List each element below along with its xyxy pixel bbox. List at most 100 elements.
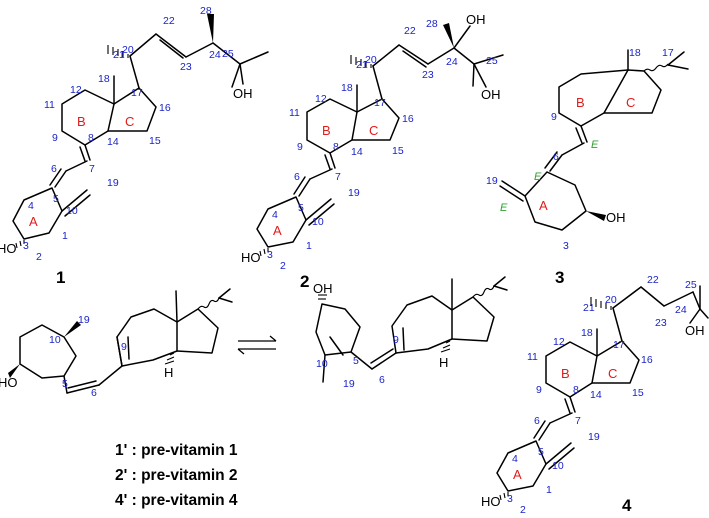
- c2-num-22: 22: [404, 25, 416, 37]
- c2-num-3: 3: [267, 249, 273, 261]
- pre-right-num-6: 6: [379, 374, 385, 386]
- c2-num-5: 5: [298, 202, 304, 214]
- c3-num-19: 19: [486, 175, 498, 187]
- c2-num-10: 10: [312, 216, 324, 228]
- c1-num-3: 3: [23, 240, 29, 252]
- pre-right-hydroxyl: OH: [313, 281, 333, 296]
- c3-num-18: 18: [629, 47, 641, 59]
- pre-right-h-hash: [440, 340, 451, 353]
- c1-num-11: 11: [44, 99, 55, 111]
- compound-4: 21 20 22 23 24 25 18 12 11 17 16 15 14 9…: [481, 274, 709, 516]
- c3-oh-hash-1: [15, 240, 25, 249]
- c3-hydroxyl: OH: [606, 210, 626, 225]
- pre-left-num-9: 9: [121, 341, 127, 353]
- compound-3-label: 3: [555, 268, 564, 287]
- c4-num-16: 16: [641, 354, 653, 366]
- c2-num-16: 16: [402, 113, 414, 125]
- c2-num-28: 28: [426, 18, 438, 30]
- c3-geometry-e-upper: E: [591, 139, 599, 151]
- c2-ring-a: A: [273, 223, 282, 238]
- c4-num-9: 9: [536, 384, 542, 396]
- c1-num-22: 22: [163, 15, 175, 27]
- c1-num-10: 10: [66, 205, 78, 217]
- pre-vitamin-left: 19 10 5 6 9 HO H: [0, 288, 233, 399]
- legend-line-2: 2' : pre-vitamin 2: [115, 467, 238, 484]
- compound-1: 21 20 22 28 24 25 23 18 12 11 17 16 15 1…: [0, 5, 269, 287]
- pre-right-num-5: 5: [353, 355, 359, 367]
- c4-num-7: 7: [575, 415, 581, 427]
- c4-num-20: 20: [605, 294, 617, 306]
- c2-num-17: 17: [374, 97, 386, 109]
- c20-methyl-hash-2: [350, 55, 372, 68]
- c2-hydroxyl-3: HO: [241, 250, 261, 265]
- c2-num-1: 1: [306, 240, 312, 252]
- c1-num-24: 24: [209, 49, 221, 61]
- c2-num-14: 14: [351, 146, 363, 158]
- c3-geometry-e-middle: E: [534, 171, 542, 183]
- pre-left-num-19: 19: [78, 314, 90, 326]
- c1-num-4: 4: [28, 200, 34, 212]
- c1-num-21: 21: [113, 49, 125, 61]
- c1-num-5: 5: [53, 193, 59, 205]
- c2-num-7: 7: [335, 171, 341, 183]
- c1-hydroxyl-25: OH: [233, 86, 253, 101]
- c1-num-6: 6: [51, 163, 57, 175]
- c4-ring-b: B: [561, 366, 570, 381]
- pre-right-num-10: 10: [316, 358, 328, 370]
- c2-num-2: 2: [280, 260, 286, 272]
- c1-num-20: 20: [122, 44, 134, 56]
- c1-num-7: 7: [89, 163, 95, 175]
- c1-ring-a: A: [29, 214, 38, 229]
- c20-methyl-hash: [107, 45, 129, 58]
- c2-num-12: 12: [315, 93, 327, 105]
- c20-methyl-hash-4: [590, 297, 612, 310]
- c2-num-24: 24: [446, 56, 458, 68]
- c3-ring-c: C: [626, 95, 635, 110]
- c4-num-25: 25: [685, 279, 697, 291]
- c4-num-3: 3: [507, 493, 513, 505]
- pre-right-oh-hash: [318, 294, 327, 300]
- c2-ring-b: B: [322, 123, 331, 138]
- c1-num-25: 25: [222, 48, 234, 60]
- c2-num-11: 11: [289, 107, 300, 119]
- c4-num-17: 17: [613, 339, 625, 351]
- c4-num-1: 1: [546, 484, 552, 496]
- c4-num-6: 6: [534, 415, 540, 427]
- compound-1-label: 1: [56, 268, 65, 287]
- c4-num-10: 10: [552, 460, 564, 472]
- c4-num-22: 22: [647, 274, 659, 286]
- c4-hydroxyl-3: HO: [481, 494, 501, 509]
- c2-num-21: 21: [356, 59, 368, 71]
- c4-ring-c: C: [608, 366, 617, 381]
- c1-num-2: 2: [36, 251, 42, 263]
- c2-num-8: 8: [333, 141, 339, 153]
- c1-num-18: 18: [98, 73, 110, 85]
- c3-num-6: 6: [553, 151, 559, 163]
- c3-num-17: 17: [662, 47, 674, 59]
- pre-left-hydrogen: H: [164, 365, 173, 380]
- compound-3: 18 17 9 6 19 3 E E E B C A OH 3: [486, 47, 689, 287]
- c4-num-15: 15: [632, 387, 644, 399]
- pre-left-c17-wavy: [197, 297, 220, 310]
- c4-num-8: 8: [573, 384, 579, 396]
- pre-right-hydrogen: H: [439, 355, 448, 370]
- c17-wavy-bond: [643, 63, 669, 72]
- pre-left-hydroxyl: HO: [0, 375, 18, 390]
- compound-2-label: 2: [300, 272, 309, 291]
- c2-num-9: 9: [297, 141, 303, 153]
- c1-num-19: 19: [107, 177, 119, 189]
- c3-oh-hash-4: [499, 492, 509, 501]
- c1-num-8: 8: [88, 132, 94, 144]
- pre-left-num-6: 6: [91, 387, 97, 399]
- c3-ring-b: B: [576, 95, 585, 110]
- c3-ring-a: A: [539, 198, 548, 213]
- legend-line-3: 4' : pre-vitamin 4: [115, 492, 238, 509]
- c4-num-12: 12: [553, 336, 565, 348]
- c3-oh-hash-2: [259, 248, 269, 257]
- c2-num-15: 15: [392, 145, 404, 157]
- c4-num-23: 23: [655, 317, 667, 329]
- pre-right-num-19: 19: [343, 378, 355, 390]
- pre-left-h-hash: [164, 352, 175, 365]
- c2-hydroxyl-24: OH: [466, 12, 486, 27]
